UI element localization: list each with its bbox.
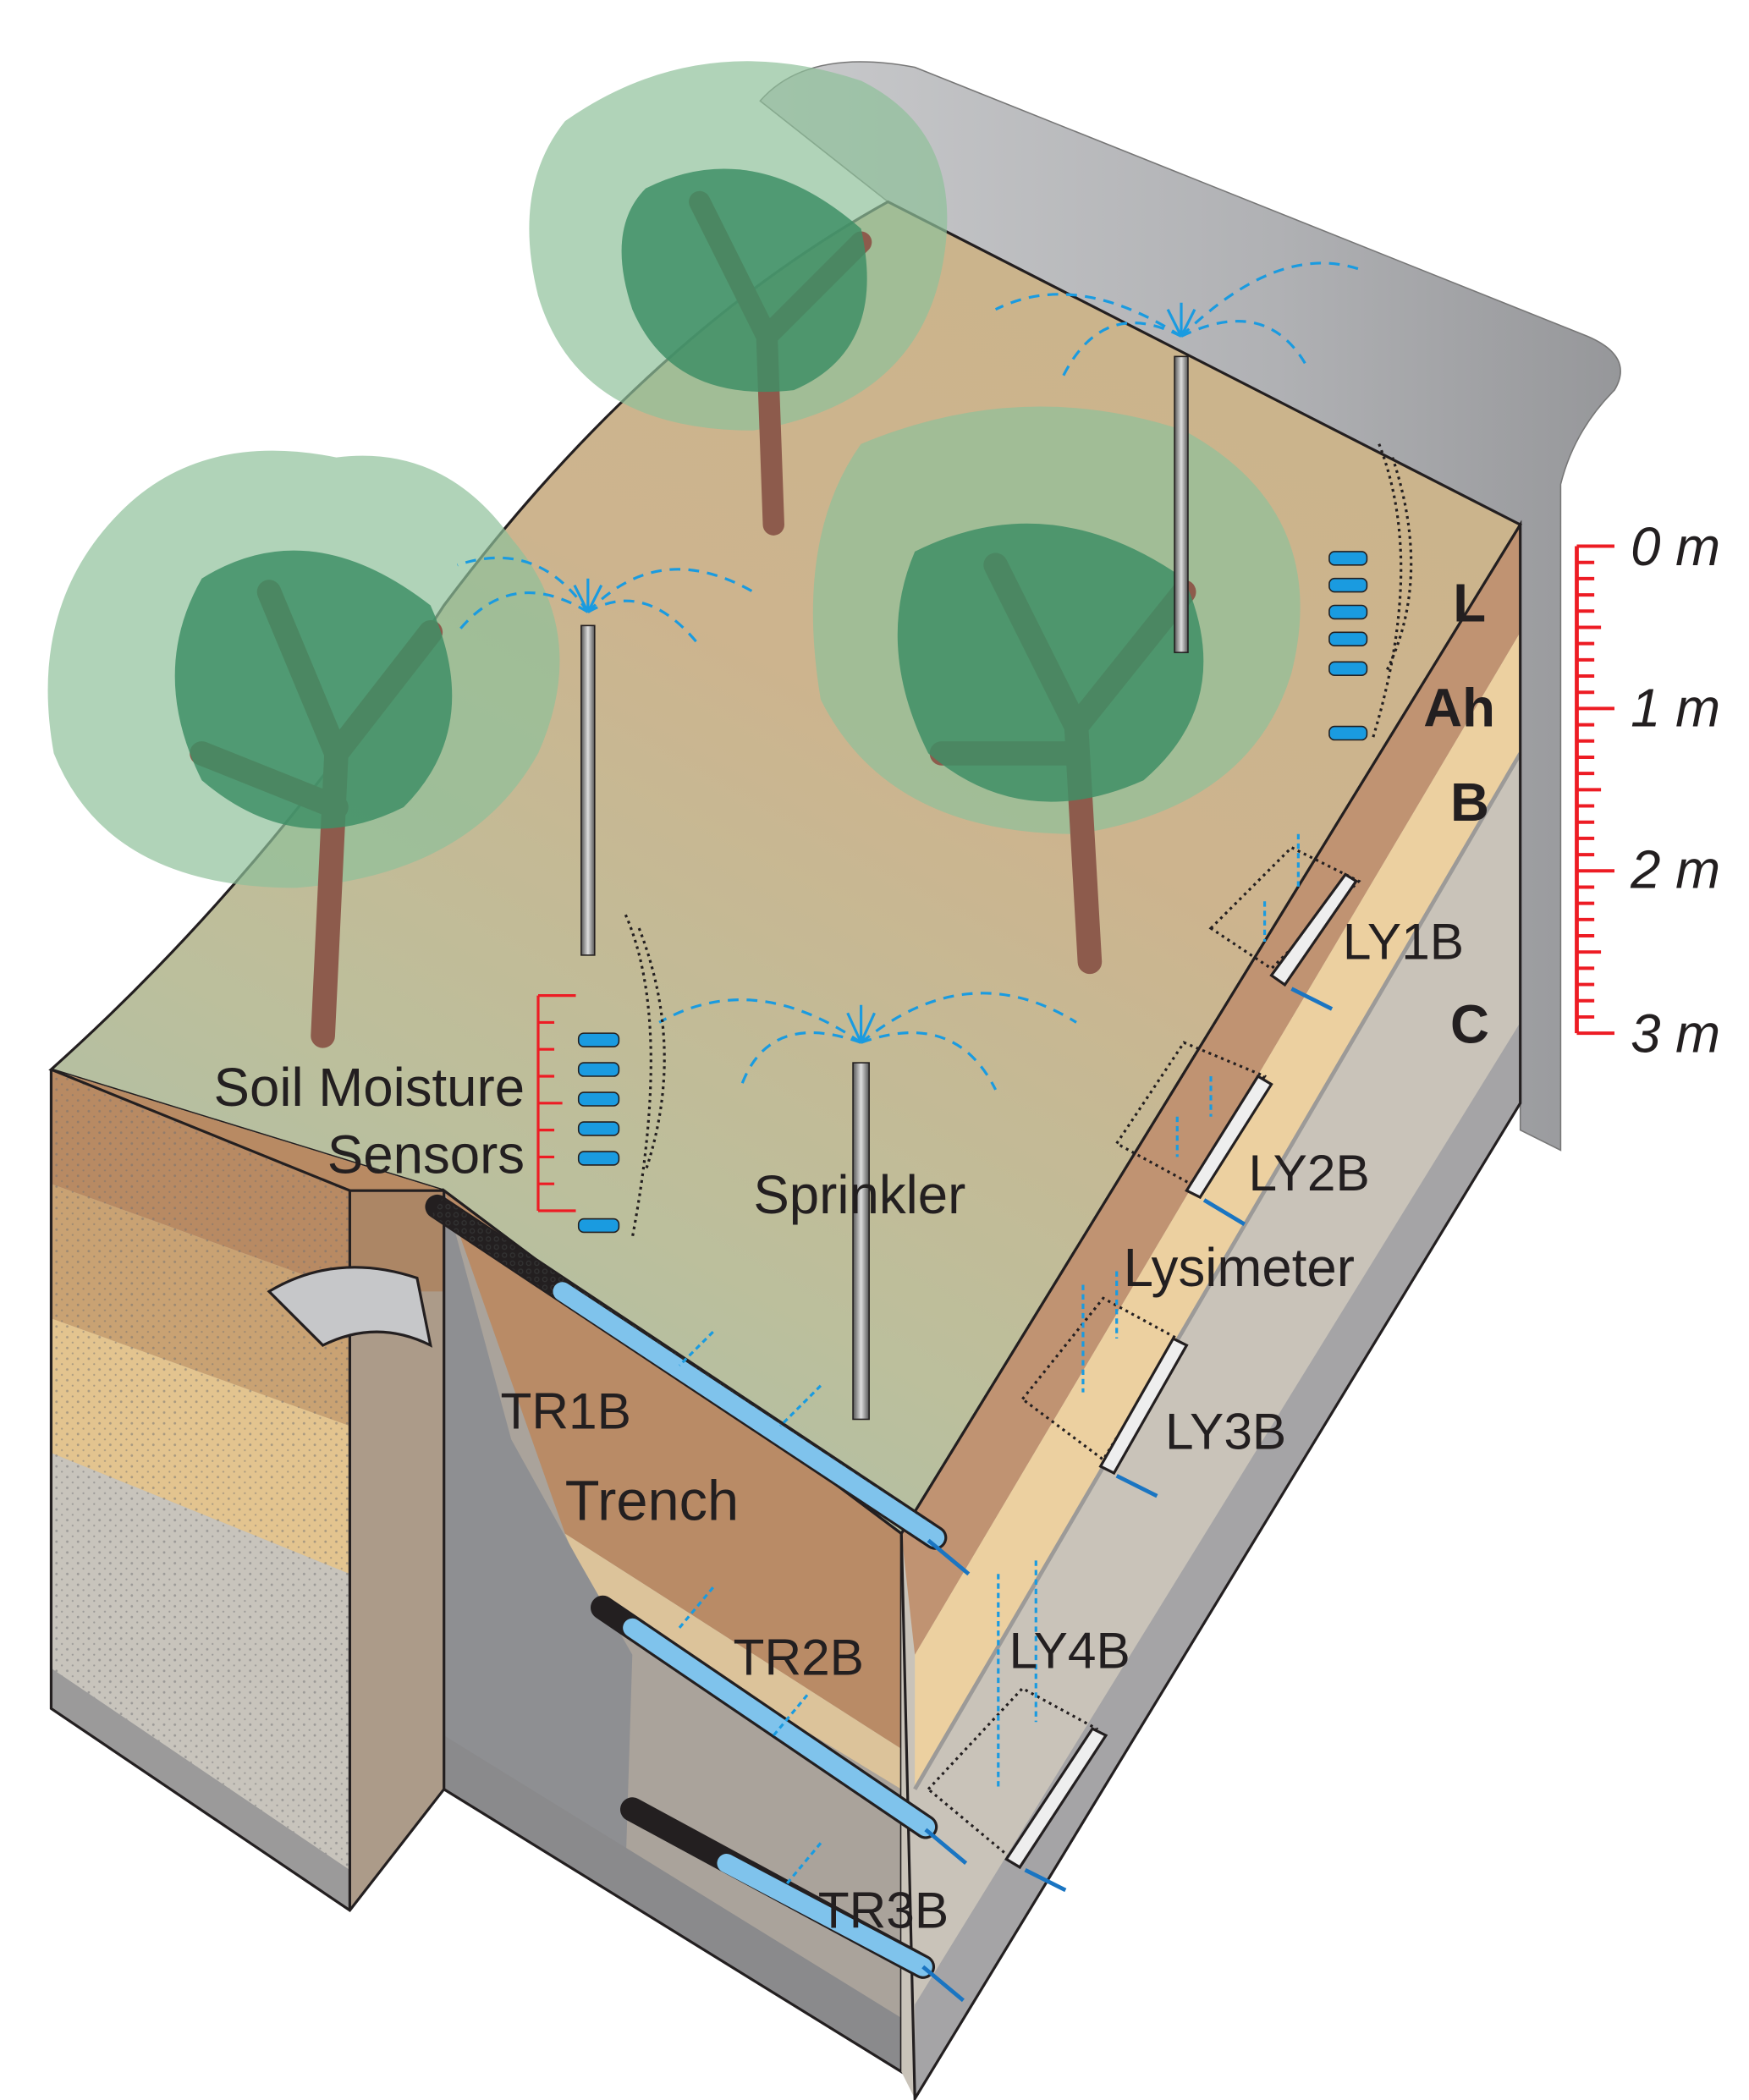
soil-moisture-sensors-left xyxy=(536,914,666,1239)
horizon-label-ah: Ah xyxy=(1423,679,1495,739)
tree xyxy=(47,450,560,1048)
horizon-label-c: C xyxy=(1450,994,1489,1054)
water-spray-icon xyxy=(573,578,603,613)
soil-moisture-sensors-right xyxy=(1328,443,1413,741)
sprinkler-3 xyxy=(658,992,1077,1421)
label-lysimeter: Lysimeter xyxy=(1124,1238,1355,1298)
trench-liner-sheet xyxy=(267,1266,432,1348)
trench-pipe-tr1b xyxy=(425,1194,971,1576)
infiltration-arrows xyxy=(678,1330,822,1885)
lysimeter-ly3b xyxy=(1020,1296,1189,1498)
backdrop-wall xyxy=(759,61,1621,1152)
sprinkler-1 xyxy=(456,556,755,956)
horizon-label-b: B xyxy=(1450,772,1489,833)
label-trench: Trench xyxy=(565,1471,739,1533)
depth-scale-bar xyxy=(1575,544,1614,1036)
label-ly4b: LY4B xyxy=(1009,1622,1130,1679)
label-tr2b: TR2B xyxy=(734,1629,864,1686)
sprinkler-2 xyxy=(994,261,1360,653)
label-ly3b: LY3B xyxy=(1165,1402,1286,1460)
scale-label-3m: 3 m xyxy=(1631,1003,1720,1064)
trench xyxy=(267,1187,903,2075)
label-soil-moisture-line1: Soil Moisture xyxy=(214,1058,525,1118)
lysimeter-ly2b xyxy=(1114,1041,1273,1226)
scale-label-1m: 1 m xyxy=(1631,679,1720,739)
horizon-label-l: L xyxy=(1453,574,1486,634)
scale-label-0m: 0 m xyxy=(1631,517,1720,577)
lysimeter-ly4b xyxy=(926,1686,1108,1893)
lysimeter-ly1b xyxy=(1208,845,1361,1011)
label-tr1b: TR1B xyxy=(500,1383,630,1440)
label-sprinkler: Sprinkler xyxy=(753,1165,965,1225)
left-soil-block xyxy=(49,1068,445,1912)
label-ly1b: LY1B xyxy=(1343,913,1464,970)
tree xyxy=(529,61,948,536)
label-soil-moisture-line2: Sensors xyxy=(327,1124,525,1185)
trench-pipe-tr3b xyxy=(619,1797,965,2003)
label-tr3b: TR3B xyxy=(818,1881,949,1938)
label-ly2b: LY2B xyxy=(1249,1144,1370,1201)
scale-label-2m: 2 m xyxy=(1630,839,1720,899)
